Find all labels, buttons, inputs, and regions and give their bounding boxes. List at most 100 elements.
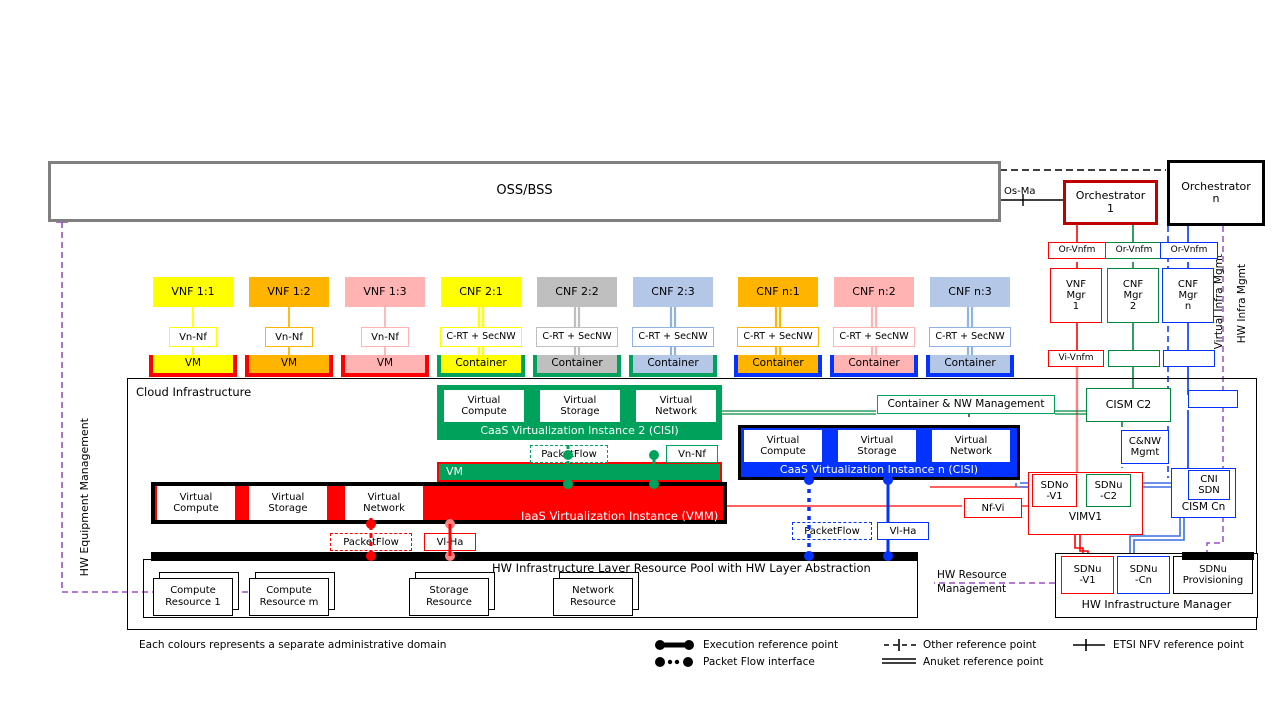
function-box-vnf-1-2[interactable]: VNF 1:2 (249, 277, 329, 307)
iaas-virtual-network[interactable]: Virtual Network (345, 486, 423, 520)
function-box-cnf-2-1[interactable]: CNF 2:1 (441, 277, 521, 307)
hw-resource-card[interactable]: Compute Resource 1 (153, 578, 233, 616)
unit-label-box-vnf-1-2: VM (249, 355, 329, 373)
hw-resource-card[interactable]: Network Resource (553, 578, 633, 616)
cisi-n-virtual-storage[interactable]: Virtual Storage (838, 430, 916, 462)
cisi-n-virtual-network-label: Virtual Network (950, 435, 992, 457)
sdnu-c2-box[interactable]: SDNu -C2 (1086, 474, 1131, 507)
function-box-vnf-1-3[interactable]: VNF 1:3 (345, 277, 425, 307)
or-vnfm-red-box[interactable]: Or-Vnfm (1048, 242, 1106, 259)
him-title-label: HW Infrastructure Manager (1081, 597, 1232, 611)
cisi-2-packetflow-ref[interactable]: PacketFlow (530, 445, 608, 463)
interface-box-vnf-1-1[interactable]: Vn-Nf (169, 327, 217, 347)
interface-label-cnf-n-2: C-RT + SecNW (839, 330, 909, 342)
nf-vi-box[interactable]: Nf-Vi (964, 498, 1022, 518)
interface-box-cnf-n-2[interactable]: C-RT + SecNW (833, 327, 915, 347)
hw-resource-label: Network Resource (570, 585, 616, 608)
vi-vnfm-blue-box[interactable] (1163, 350, 1215, 367)
interface-box-cnf-2-1[interactable]: C-RT + SecNW (440, 327, 522, 347)
cisi-n-packetflow-ref[interactable]: PacketFlow (792, 522, 872, 540)
hw-resource-management-label: HW Resource Management (937, 569, 1007, 596)
vnf-mgr-1-label: VNF Mgr 1 (1065, 279, 1087, 312)
sdnu-provisioning-box[interactable]: SDNu Provisioning (1173, 556, 1253, 594)
sdno-v1-box[interactable]: SDNo -V1 (1032, 474, 1077, 507)
interface-label-vnf-1-1: Vn-Nf (179, 331, 207, 343)
orchestrator-n-box[interactable]: Orchestrator n (1167, 160, 1265, 226)
or-vnfm-red-label: Or-Vnfm (1058, 244, 1096, 255)
hw-resource-card[interactable]: Storage Resource (409, 578, 489, 616)
sdnu-v1-him-box[interactable]: SDNu -V1 (1061, 556, 1114, 594)
interface-label-cnf-2-1: C-RT + SecNW (446, 330, 516, 342)
interface-box-cnf-2-3[interactable]: C-RT + SecNW (632, 327, 714, 347)
iaas-virtual-storage[interactable]: Virtual Storage (249, 486, 327, 520)
unit-label-cnf-n-1: Container (752, 357, 804, 370)
function-box-cnf-n-3[interactable]: CNF n:3 (930, 277, 1010, 307)
cni-sdn-box[interactable]: CNI SDN (1188, 470, 1230, 500)
cisi-2-title-label: CaaS Virtualization Instance 2 (CISI) (480, 423, 679, 437)
vi-vnfm-red-box[interactable]: Vi-Vnfm (1048, 350, 1104, 367)
hw-pool-title: HW Infrastructure Layer Resource Pool wi… (492, 561, 871, 575)
sdnu-cn-him-box[interactable]: SDNu -Cn (1117, 556, 1170, 594)
cnf-mgr-n-box[interactable]: CNF Mgr n (1162, 268, 1214, 323)
iaas-virtual-storage-label: Virtual Storage (268, 492, 308, 514)
cisi-n-virtual-compute[interactable]: Virtual Compute (744, 430, 822, 462)
iaas-vlha-ref[interactable]: Vl-Ha (424, 533, 476, 551)
orchestrator-1-box[interactable]: Orchestrator 1 (1063, 180, 1158, 225)
vi-vnfm-green-box[interactable] (1108, 350, 1160, 367)
cisi-2-virtual-compute[interactable]: Virtual Compute (444, 390, 524, 422)
unit-label-cnf-n-3: Container (944, 357, 996, 370)
interface-box-vnf-1-2[interactable]: Vn-Nf (265, 327, 313, 347)
or-vnfm-blue-label: Or-Vnfm (1170, 244, 1208, 255)
cisi-2-vm-label: VM (446, 465, 464, 478)
interface-box-cnf-n-1[interactable]: C-RT + SecNW (737, 327, 819, 347)
container-nw-management-label: Container & NW Management (887, 397, 1045, 410)
cisi-2-virtual-storage-label: Virtual Storage (560, 395, 600, 417)
iaas-virtual-compute[interactable]: Virtual Compute (157, 486, 235, 520)
function-label-cnf-2-2: CNF 2:2 (555, 284, 599, 298)
unit-label-box-cnf-2-3: Container (633, 355, 713, 373)
interface-label-cnf-n-1: C-RT + SecNW (743, 330, 813, 342)
cism-cn-label: CISM Cn (1181, 501, 1226, 514)
cnf-mgr-2-label: CNF Mgr 2 (1122, 279, 1144, 312)
unit-label-box-cnf-n-3: Container (930, 355, 1010, 373)
function-box-cnf-n-2[interactable]: CNF n:2 (834, 277, 914, 307)
cisi-n-vlha-ref[interactable]: Vl-Ha (877, 522, 929, 540)
iaas-virtual-network-label: Virtual Network (363, 492, 405, 514)
cnf-mgr-2-box[interactable]: CNF Mgr 2 (1107, 268, 1159, 323)
os-ma-label: Os-Ma (1004, 186, 1036, 197)
interface-box-cnf-2-2[interactable]: C-RT + SecNW (536, 327, 618, 347)
unit-label-box-vnf-1-3: VM (345, 355, 425, 373)
iaas-packetflow-ref[interactable]: PacketFlow (330, 533, 412, 551)
cisi-2-packetflow-label: PacketFlow (541, 448, 597, 460)
cloud-infrastructure-frame (127, 378, 1257, 630)
cisi-2-virtual-storage[interactable]: Virtual Storage (540, 390, 620, 422)
cisi-n-packetflow-label: PacketFlow (804, 525, 860, 537)
cisi-2-vm-bar[interactable] (437, 462, 722, 482)
vnf-mgr-1-box[interactable]: VNF Mgr 1 (1050, 268, 1102, 323)
function-box-cnf-2-3[interactable]: CNF 2:3 (633, 277, 713, 307)
hw-resource-card[interactable]: Compute Resource m (249, 578, 329, 616)
function-box-vnf-1-1[interactable]: VNF 1:1 (153, 277, 233, 307)
iaas-block[interactable] (151, 482, 727, 524)
vim-v1-label-wrap: VIMV1 (1028, 510, 1143, 526)
container-nw-management-box[interactable]: Container & NW Management (877, 395, 1055, 414)
or-vnfm-green-label: Or-Vnfm (1115, 244, 1153, 255)
cisi-2-virtual-network[interactable]: Virtual Network (636, 390, 716, 422)
function-box-cnf-2-2[interactable]: CNF 2:2 (537, 277, 617, 307)
unit-label-box-cnf-n-1: Container (738, 355, 818, 373)
or-vnfm-green-box[interactable]: Or-Vnfm (1105, 242, 1163, 259)
function-box-cnf-n-1[interactable]: CNF n:1 (738, 277, 818, 307)
cism-c2-box[interactable]: CISM C2 (1086, 388, 1171, 422)
cisi-2-virtual-compute-label: Virtual Compute (461, 395, 507, 417)
cisi-2-vnnf-ref[interactable]: Vn-Nf (666, 445, 718, 463)
interface-label-cnf-n-3: C-RT + SecNW (935, 330, 1005, 342)
interface-box-vnf-1-3[interactable]: Vn-Nf (361, 327, 409, 347)
unit-label-cnf-2-1: Container (455, 357, 507, 370)
or-vnfm-blue-box[interactable]: Or-Vnfm (1160, 242, 1218, 259)
oss-bss-box[interactable]: OSS/BSS (48, 161, 1001, 222)
cisi-n-virtual-network[interactable]: Virtual Network (932, 430, 1010, 462)
cnw-mgmt-box[interactable]: C&NW Mgmt (1121, 430, 1169, 464)
interface-box-cnf-n-3[interactable]: C-RT + SecNW (929, 327, 1011, 347)
legend-execution-reference-point: Execution reference point (703, 639, 839, 651)
function-label-cnf-2-3: CNF 2:3 (651, 284, 695, 298)
